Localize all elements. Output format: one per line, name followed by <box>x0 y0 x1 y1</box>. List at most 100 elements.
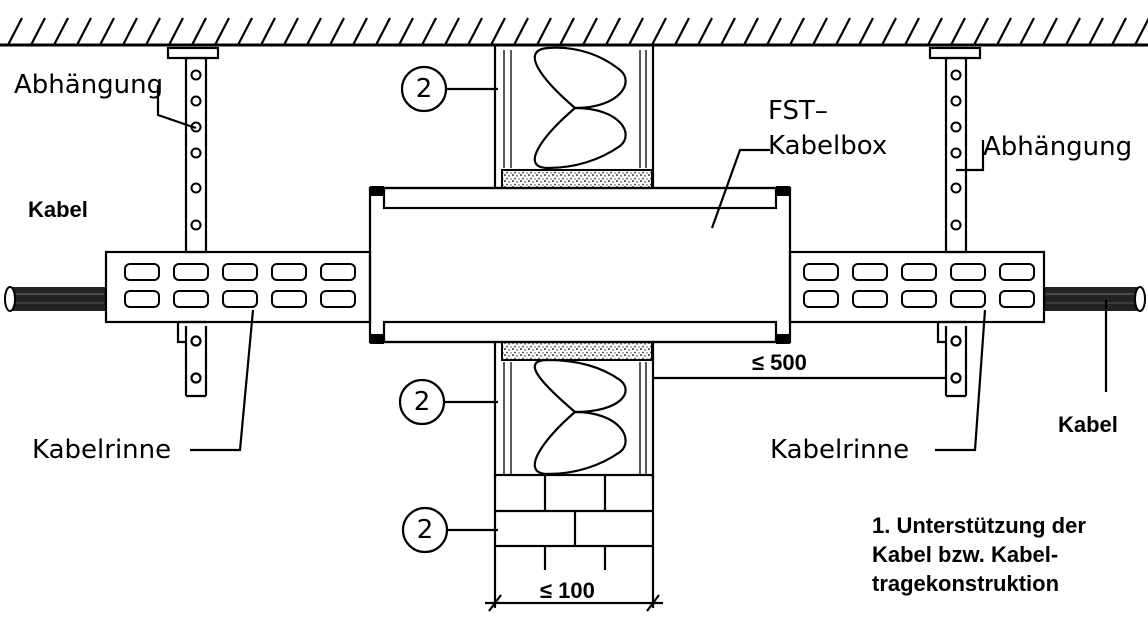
hatch-line <box>628 17 644 46</box>
hatch-line <box>1019 17 1035 46</box>
wall-bottom <box>493 341 655 478</box>
hatch-line <box>191 17 207 46</box>
note-line-1: 1. Unterstützung der <box>872 513 1086 538</box>
tray-slot <box>320 290 356 308</box>
tray-slot <box>803 290 839 308</box>
hatch-line <box>421 17 437 46</box>
tray-slot <box>124 263 160 281</box>
tray-slot <box>173 290 209 308</box>
hatch-line <box>766 17 782 46</box>
hanger-hole <box>950 121 962 133</box>
hatch-line <box>30 17 46 46</box>
leader-rinne-left <box>190 309 255 452</box>
hatch-line <box>352 17 368 46</box>
label-abhaengung-right: Abhängung <box>983 132 1132 162</box>
hatch-line <box>536 17 552 46</box>
ceiling-hatch <box>7 17 1148 46</box>
hatch-line <box>904 17 920 46</box>
hanger-hole <box>950 147 962 159</box>
hatch-line <box>7 17 23 46</box>
hatch-line <box>927 17 943 46</box>
hatch-line <box>490 17 506 46</box>
hatch-line <box>1134 17 1148 46</box>
hatch-line <box>168 17 184 46</box>
tray-slot <box>803 263 839 281</box>
hatch-line <box>950 17 966 46</box>
label-abhaengung-left: Abhängung <box>14 70 163 100</box>
hatch-line <box>260 17 276 46</box>
hatch-line <box>513 17 529 46</box>
leader-box <box>710 148 770 229</box>
tray-slot <box>173 263 209 281</box>
hatch-line <box>375 17 391 46</box>
hatch-line <box>1088 17 1104 46</box>
fst-kabelbox <box>368 186 792 344</box>
hatch-line <box>559 17 575 46</box>
hatch-line <box>306 17 322 46</box>
hanger-hole <box>950 219 962 231</box>
tray-slot <box>999 263 1035 281</box>
dimension-500-label: ≤ 500 <box>752 350 807 375</box>
label-kabel-right: Kabel <box>1058 412 1118 437</box>
dimension-100 <box>485 594 663 612</box>
hatch-line <box>743 17 759 46</box>
hatch-line <box>444 17 460 46</box>
cable-tray-right <box>788 250 1046 324</box>
dimension-100-label: ≤ 100 <box>540 578 595 603</box>
circle-marker-bottom-label: 2 <box>417 515 434 545</box>
tray-slot <box>950 263 986 281</box>
cable-right <box>1044 286 1146 312</box>
hatch-line <box>973 17 989 46</box>
cable-left <box>4 286 106 312</box>
hatch-line <box>214 17 230 46</box>
circle-marker-mid-label: 2 <box>414 387 431 417</box>
hatch-line <box>467 17 483 46</box>
hanger-hole <box>190 95 202 107</box>
circle-marker-top-label: 2 <box>416 74 433 104</box>
hatch-line <box>283 17 299 46</box>
tray-slot <box>852 290 888 308</box>
tray-slot <box>222 263 258 281</box>
hatch-line <box>1042 17 1058 46</box>
circle-marker-mid: 2 <box>398 378 498 426</box>
label-kabelbox: Kabelbox <box>768 131 887 161</box>
hatch-line <box>697 17 713 46</box>
hatch-line <box>53 17 69 46</box>
hatch-line <box>835 17 851 46</box>
hatch-line <box>237 17 253 46</box>
hatch-line <box>812 17 828 46</box>
hatch-line <box>122 17 138 46</box>
hanger-hole <box>190 147 202 159</box>
hatch-line <box>99 17 115 46</box>
hatch-line <box>329 17 345 46</box>
leader-abh-right <box>956 140 985 172</box>
hatch-line <box>398 17 414 46</box>
tray-slot <box>950 290 986 308</box>
tray-slot <box>901 263 937 281</box>
circle-marker-top: 2 <box>400 65 498 113</box>
hatch-line <box>605 17 621 46</box>
hanger-hole <box>950 95 962 107</box>
tray-slot <box>124 290 160 308</box>
hanger-right <box>928 46 982 398</box>
cable-tray-left <box>104 250 372 324</box>
hanger-hole <box>190 69 202 81</box>
hanger-hole <box>190 219 202 231</box>
hatch-line <box>145 17 161 46</box>
tray-slot <box>271 263 307 281</box>
ceiling <box>0 17 1148 47</box>
hatch-line <box>881 17 897 46</box>
leader-rinne-right <box>935 309 987 452</box>
tray-slot <box>271 290 307 308</box>
hatch-line <box>76 17 92 46</box>
tray-slot <box>852 263 888 281</box>
tray-slot <box>320 263 356 281</box>
circle-marker-bottom: 2 <box>401 506 498 554</box>
hatch-line <box>789 17 805 46</box>
note-line-2: Kabel bzw. Kabel- <box>872 542 1058 567</box>
label-kabelrinne-left: Kabelrinne <box>32 435 171 465</box>
label-kabelrinne-right: Kabelrinne <box>770 435 909 465</box>
hatch-line <box>582 17 598 46</box>
